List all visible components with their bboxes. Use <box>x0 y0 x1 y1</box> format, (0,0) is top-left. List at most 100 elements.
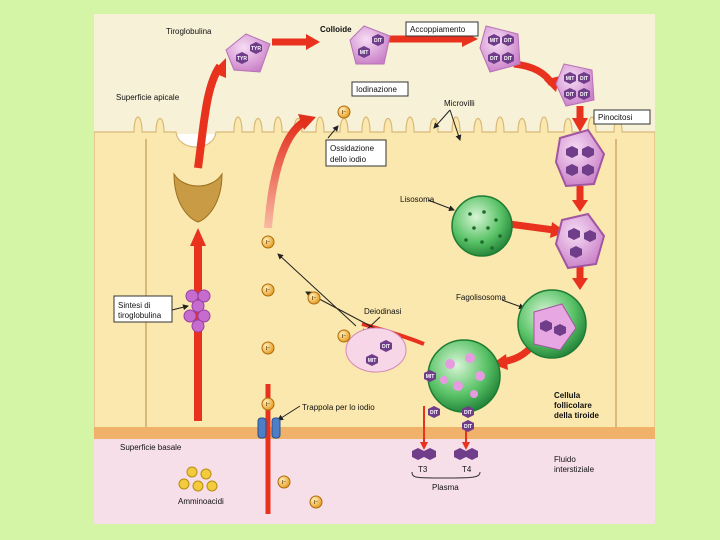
iodide-label-9: I⁻ <box>342 110 346 116</box>
label-ossidazione-2: dello iodio <box>330 155 367 164</box>
thyroglobulin-synthesis-cluster <box>183 289 211 333</box>
secondary-lysosome <box>427 339 501 413</box>
box-pinocytosis <box>593 109 651 125</box>
label-accoppiamento: Accoppiamento <box>410 25 466 34</box>
basal-membrane <box>94 427 655 439</box>
mit-label-e: MIT <box>368 358 377 364</box>
iodide-label-2: I⁻ <box>266 288 270 294</box>
label-superficie-apicale: Superficie apicale <box>116 93 180 102</box>
label-cellula-1: Cellula <box>554 391 581 400</box>
arrow-head-t3 <box>420 442 428 450</box>
dit-label-e: DIT <box>580 76 588 82</box>
label-amminoacidi: Amminoacidi <box>178 497 224 506</box>
coupling-thyroglobulin: MIT DIT DIT DIT <box>479 25 521 73</box>
dit-label-c: DIT <box>490 56 498 62</box>
pointer-microvilli-1 <box>433 109 451 129</box>
box-oxidation <box>325 139 387 167</box>
iodide-trap-transporter <box>257 417 281 439</box>
pointer-oxidation <box>327 125 339 139</box>
arrow-lysosome-to-vesicle <box>508 220 555 234</box>
label-microvilli: Microvilli <box>444 99 475 108</box>
arrow-head-phagolysosome <box>572 278 588 290</box>
iodide-label-8: I⁻ <box>314 500 318 506</box>
pointer-microvilli-2 <box>449 109 462 141</box>
thyroid-hormone-synthesis-diagram: TYR TYR DIT MIT MIT DIT DIT DIT MIT DIT … <box>94 14 655 524</box>
arrow-head-t4 <box>462 442 470 450</box>
iodide-label-6: I⁻ <box>266 402 270 408</box>
mit-label-a: MIT <box>360 50 369 56</box>
t3-hormone <box>412 448 436 460</box>
iodide-label-7: I⁻ <box>282 480 286 486</box>
dit-label-g: DIT <box>580 92 588 98</box>
label-trappola: Trappola per lo iodio <box>302 403 375 412</box>
dit-label-i: DIT <box>464 410 472 416</box>
pointer-iodide-trap <box>277 405 301 421</box>
dit-label-k: DIT <box>382 344 390 350</box>
arrow-head-synthesis <box>190 228 206 246</box>
follicular-cell <box>94 116 655 435</box>
secretory-vesicle <box>173 172 223 223</box>
label-sintesi-1: Sintesi di <box>118 301 151 310</box>
label-t3: T3 <box>418 465 428 474</box>
iodinated-thyroglobulin: DIT MIT <box>349 25 391 65</box>
arrow-head-colloid <box>212 58 226 78</box>
label-fluido-1: Fluido <box>554 455 576 464</box>
dit-label-d: DIT <box>504 56 512 62</box>
label-pinocitosi: Pinocitosi <box>598 113 632 122</box>
plasma-bracket <box>411 471 481 479</box>
dit-label-a: DIT <box>374 38 382 44</box>
dit-label-h: DIT <box>430 410 438 416</box>
mit-label-d: MIT <box>426 374 435 380</box>
arrow-head-vesicle-down <box>572 200 588 212</box>
iodide-label-1: I⁻ <box>266 240 270 246</box>
mit-label-b: MIT <box>490 38 499 44</box>
label-plasma: Plasma <box>432 483 459 492</box>
label-fluido-2: interstiziale <box>554 465 595 474</box>
tyr-label-1: TYR <box>251 46 261 52</box>
t4-hormone <box>454 448 478 460</box>
phagolysosome <box>517 289 587 359</box>
arrow-head-phago <box>492 354 508 370</box>
label-tiroglobulina: Tiroglobulina <box>166 27 212 36</box>
dit-label-j: DIT <box>464 424 472 430</box>
box-synthesis <box>113 295 173 323</box>
label-ossidazione-1: Ossidazione <box>330 144 375 153</box>
iodide-label-5: I⁻ <box>342 334 346 340</box>
label-lisosoma: Lisosoma <box>400 195 435 204</box>
box-iodination <box>351 81 409 97</box>
pinocytic-vesicle <box>554 128 606 188</box>
arrow-head-pinocytosis-2 <box>572 118 588 132</box>
box-coupling <box>405 21 479 37</box>
label-cellula-3: della tiroide <box>554 411 599 420</box>
released-hormones: MIT DIT DIT DIT <box>424 370 474 432</box>
label-colloide: Colloide <box>320 25 352 34</box>
endocytic-vesicle <box>554 212 606 270</box>
lysosome <box>451 195 513 257</box>
thyroglobulin-molecule: TYR TYR <box>225 33 271 73</box>
dit-label-b: DIT <box>504 38 512 44</box>
diagram-panel: TYR TYR DIT MIT MIT DIT DIT DIT MIT DIT … <box>94 14 655 524</box>
label-t4: T4 <box>462 465 472 474</box>
pointer-phagolysosome <box>501 299 525 310</box>
arrow-head-apex <box>298 114 316 130</box>
label-sintesi-2: tiroglobulina <box>118 311 162 320</box>
arrow-head-tg <box>306 34 320 50</box>
pointer-iodide-recycle <box>277 253 357 327</box>
coupled-thyroglobulin: MIT DIT DIT DIT <box>555 63 595 107</box>
dit-label-f: DIT <box>566 92 574 98</box>
label-iodinazione: Iodinazione <box>356 85 397 94</box>
arrow-iodide-to-apex <box>264 118 307 229</box>
deiodinase-vesicle: DIT MIT <box>345 327 407 373</box>
label-fagolisosoma: Fagolisosoma <box>456 293 506 302</box>
label-deiodinasi: Deiodinasi <box>364 307 402 316</box>
mit-label-c: MIT <box>566 76 575 82</box>
iodide-label-3: I⁻ <box>312 296 316 302</box>
arrow-head-lysosome <box>550 222 566 238</box>
label-cellula-2: follicolare <box>554 401 592 410</box>
tyr-label-2: TYR <box>237 56 247 62</box>
amino-acids <box>178 466 218 492</box>
iodide-ions: I⁻ I⁻ I⁻ I⁻ I⁻ I⁻ I⁻ I⁻ I⁻ <box>261 105 351 509</box>
pointer-lysosome <box>427 199 455 212</box>
iodide-label-4: I⁻ <box>266 346 270 352</box>
pointer-synthesis <box>171 304 189 311</box>
